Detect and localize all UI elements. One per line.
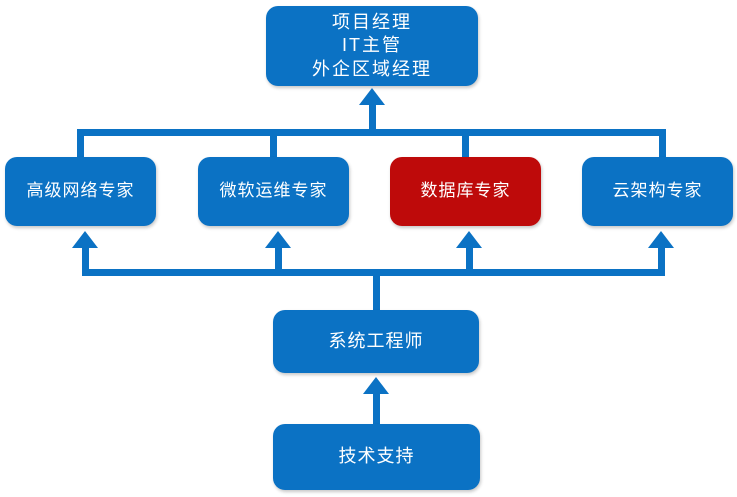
- stem-bus3-to-microsoft-ops-expert: [275, 246, 282, 276]
- node-database-expert[interactable]: 数据库专家: [390, 157, 541, 226]
- arrow-bus3-to-database-expert: [456, 231, 482, 248]
- stem-bus3-to-network-expert: [82, 246, 89, 276]
- arrow-bus3-to-network-expert: [72, 231, 98, 248]
- stem-support-to-system-engineer: [373, 392, 380, 426]
- node-cloud-architect-expert-label: 云架构专家: [612, 181, 703, 201]
- stem-bus3-to-cloud-architect-expert: [658, 246, 665, 276]
- node-network-expert[interactable]: 高级网络专家: [5, 157, 156, 226]
- drop-line-to-network-expert: [77, 129, 84, 159]
- node-technical-support-label: 技术支持: [338, 446, 415, 467]
- node-system-engineer[interactable]: 系统工程师: [273, 310, 479, 373]
- arrow-bus2-to-top-role: [359, 88, 385, 105]
- stem-system-engineer-to-bus3: [373, 269, 380, 313]
- arrow-bus3-to-microsoft-ops-expert: [265, 231, 291, 248]
- node-database-expert-label: 数据库专家: [420, 181, 511, 201]
- drop-line-to-database-expert: [462, 129, 469, 159]
- arrow-bus3-to-cloud-architect-expert: [648, 231, 674, 248]
- bus-bar-specialists: [77, 129, 666, 136]
- arrow-support-to-system-engineer: [363, 377, 389, 394]
- node-microsoft-ops-expert-label: 微软运维专家: [219, 181, 328, 201]
- node-technical-support[interactable]: 技术支持: [273, 424, 480, 490]
- node-top-role-label: 项目经理 IT主管 外企区域经理: [312, 11, 432, 79]
- node-system-engineer-label: 系统工程师: [328, 330, 424, 351]
- drop-line-to-microsoft-ops-expert: [270, 129, 277, 159]
- stem-bus3-to-database-expert: [466, 246, 473, 276]
- node-network-expert-label: 高级网络专家: [26, 181, 135, 201]
- node-microsoft-ops-expert[interactable]: 微软运维专家: [198, 157, 349, 226]
- node-cloud-architect-expert[interactable]: 云架构专家: [582, 157, 733, 226]
- drop-line-to-cloud-architect-expert: [659, 129, 666, 159]
- stem-bus2-to-top-role: [369, 103, 376, 133]
- node-top-role[interactable]: 项目经理 IT主管 外企区域经理: [266, 6, 478, 86]
